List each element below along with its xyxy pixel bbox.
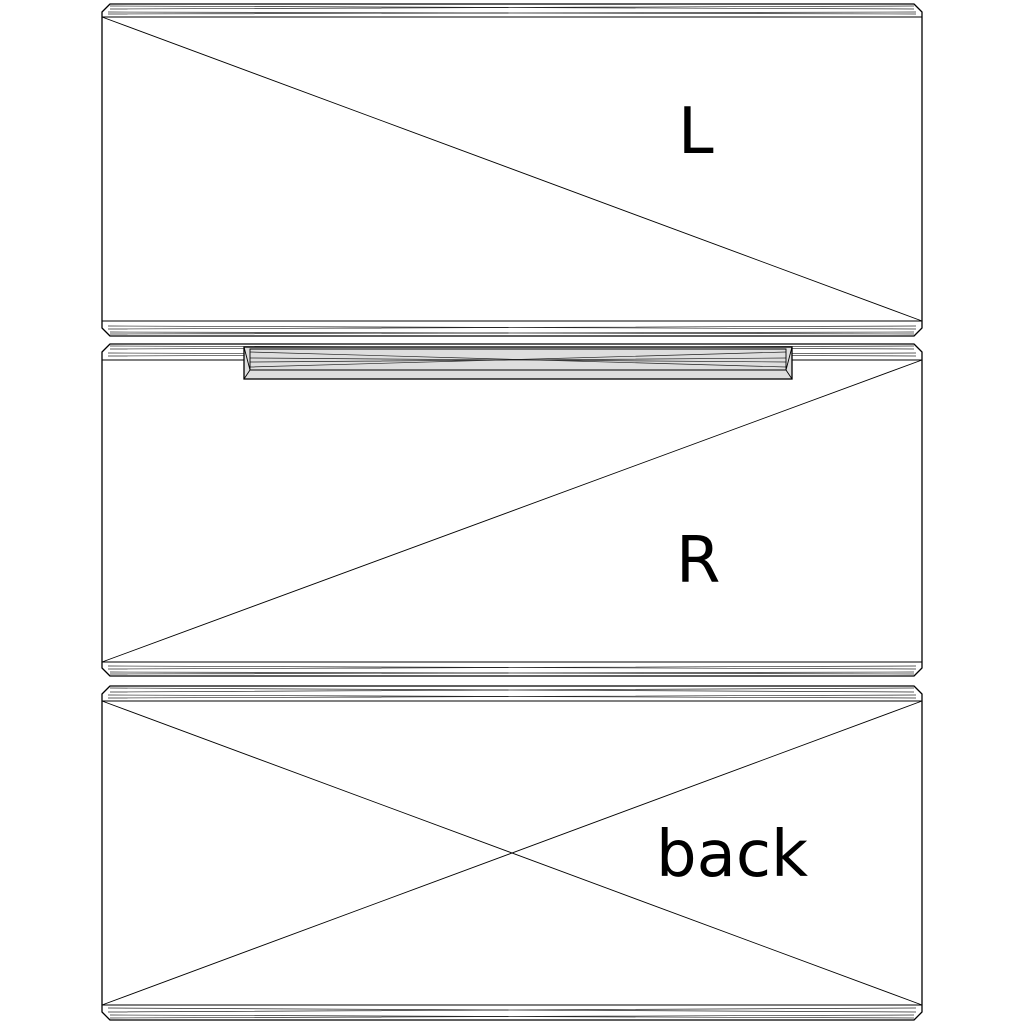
panel-left-door: L bbox=[101, 3, 923, 337]
panel-label-r: R bbox=[676, 524, 720, 598]
diagonal-line bbox=[101, 700, 923, 1006]
diagonal-line bbox=[101, 16, 923, 322]
panel-label-back: back bbox=[656, 818, 808, 892]
panel-back: back bbox=[101, 685, 923, 1021]
panel-right-door: R bbox=[101, 343, 923, 677]
diagonal-line bbox=[101, 359, 923, 663]
panel-label-l: L bbox=[678, 95, 714, 169]
door-handle bbox=[243, 346, 793, 380]
